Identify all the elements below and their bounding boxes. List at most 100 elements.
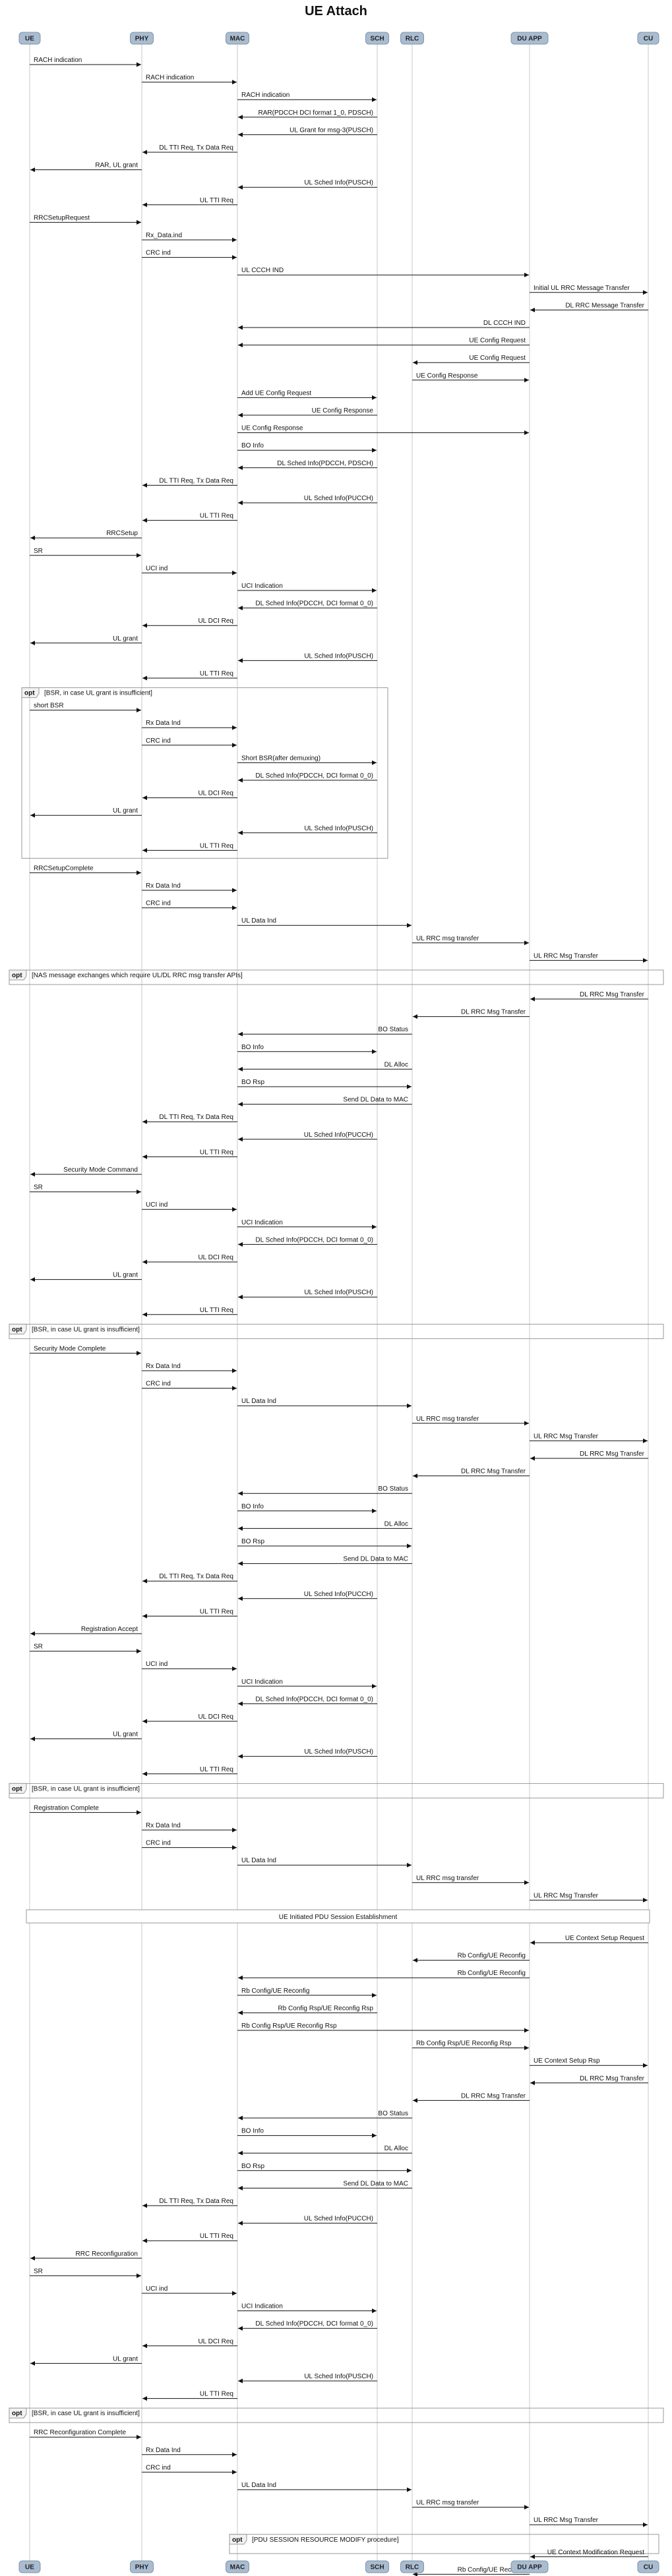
message-label: DL Alloc xyxy=(384,1520,408,1528)
participant-label: RLC xyxy=(406,2564,419,2571)
message-label: BO Rsp xyxy=(241,2163,264,2170)
participant-top-du xyxy=(510,32,549,45)
opt-keyword: opt xyxy=(12,2410,22,2417)
message-label: DL RRC Msg Transfer xyxy=(461,2092,526,2100)
message-label: UL Sched Info(PUCCH) xyxy=(304,495,373,502)
message-label: UL grant xyxy=(113,1272,138,1279)
opt-tab xyxy=(229,2534,247,2545)
participant-label: PHY xyxy=(135,36,149,43)
opt-keyword: opt xyxy=(12,972,22,979)
message-label: Add UE Config Request xyxy=(241,389,311,397)
message-label: UCI Indication xyxy=(241,2303,283,2310)
message-label: UL Data Ind xyxy=(241,1857,276,1864)
message-label: DL RRC Message Transfer xyxy=(565,302,644,309)
message-label: UCI Indication xyxy=(241,1219,283,1226)
participant-label: DU APP xyxy=(517,2564,542,2571)
message-label: BO Info xyxy=(241,1044,264,1051)
participant-bottom-mac xyxy=(226,2560,249,2573)
message-label: UE Context Setup Request xyxy=(565,1935,644,1942)
message-label: BO Status xyxy=(378,1026,408,1033)
message-label: CRC ind xyxy=(146,1381,171,1388)
message-label: Registration Complete xyxy=(34,1804,99,1812)
message-label: UCI ind xyxy=(146,2285,168,2293)
note-box xyxy=(26,1909,650,1924)
participant-top-ue xyxy=(18,32,41,45)
message-label: short BSR xyxy=(34,702,64,710)
message-label: UL Sched Info(PUCCH) xyxy=(304,1591,373,1598)
message-label: CRC ind xyxy=(146,1840,171,1847)
message-label: DL Sched Info(PDCCH, DCI format 0_0) xyxy=(255,772,373,780)
opt-keyword: opt xyxy=(12,1326,22,1333)
message-label: DL TTI Req, Tx Data Req xyxy=(159,477,233,484)
participant-label: MAC xyxy=(230,36,245,43)
message-label: Rx Data Ind xyxy=(146,882,181,890)
message-label: RRC Reconfiguration Complete xyxy=(34,2429,127,2436)
message-label: DL TTI Req, Tx Data Req xyxy=(159,1114,233,1121)
participant-bottom-ue xyxy=(18,2560,41,2573)
participant-label: UE xyxy=(25,36,34,43)
message-label: Rb Config Rsp/UE Reconfig Rsp xyxy=(416,2040,512,2047)
message-label: UCI ind xyxy=(146,1201,168,1209)
message-label: CRC ind xyxy=(146,2464,171,2471)
message-label: UL TTI Req xyxy=(200,1766,233,1773)
message-label: DL CCCH IND xyxy=(483,320,526,327)
message-label: Send DL Data to MAC xyxy=(343,1556,408,1563)
participant-bottom-sch xyxy=(365,2560,389,2573)
diagram-title: UE Attach xyxy=(305,4,367,18)
message-label: RRCSetup xyxy=(106,530,138,537)
message-label: CRC ind xyxy=(146,737,171,745)
message-label: Send DL Data to MAC xyxy=(343,2180,408,2187)
message-label: UL RRC Msg Transfer xyxy=(534,1892,599,1899)
message-label: Security Mode Complete xyxy=(34,1345,106,1352)
message-label: Rx Data Ind xyxy=(146,2447,181,2454)
opt-keyword: opt xyxy=(232,2536,243,2544)
message-label: DL Sched Info(PDCCH, DCI format 0_0) xyxy=(255,600,373,608)
message-label: UL grant xyxy=(113,1731,138,1738)
message-label: Rb Config/UE Reconfig xyxy=(458,2566,526,2573)
message-label: UL Sched Info(PUSCH) xyxy=(304,179,373,186)
message-label: DL Alloc xyxy=(384,1061,408,1068)
message-label: UL Sched Info(PUSCH) xyxy=(304,652,373,660)
message-label: UL DCI Req xyxy=(198,617,233,625)
message-label: RACH indication xyxy=(241,92,290,99)
opt-condition: [BSR, in case UL grant is insufficient] xyxy=(32,1785,140,1792)
message-label: UL Sched Info(PUSCH) xyxy=(304,1289,373,1296)
message-label: CRC ind xyxy=(146,900,171,907)
message-label: UCI Indication xyxy=(241,583,283,590)
opt-condition: [PDU SESSION RESOURCE MODIFY procedure] xyxy=(252,2536,399,2544)
message-label: UE Config Response xyxy=(241,425,303,432)
opt-condition: [BSR, in case UL grant is insufficient] xyxy=(32,1326,140,1333)
message-label: BO Rsp xyxy=(241,1538,264,1545)
opt-tab xyxy=(9,2407,27,2419)
message-label: DL Alloc xyxy=(384,2145,408,2152)
message-label: UL Sched Info(PUCCH) xyxy=(304,2216,373,2223)
message-label: Security Mode Command xyxy=(63,1166,138,1174)
message-label: UE Context Modification Request xyxy=(547,2549,645,2556)
opt-frame xyxy=(21,687,388,859)
message-label: UL grant xyxy=(113,2355,138,2362)
opt-condition: [BSR, in case UL grant is insufficient] xyxy=(44,690,152,697)
message-label: UCI ind xyxy=(146,565,168,572)
message-label: UL DCI Req xyxy=(198,1254,233,1261)
message-label: Rb Config/UE Reconfig xyxy=(241,1988,309,1995)
opt-tab xyxy=(9,1783,27,1794)
message-label: UL TTI Req xyxy=(200,670,233,677)
message-label: DL RRC Msg Transfer xyxy=(461,1009,526,1016)
participant-label: DU APP xyxy=(517,36,542,43)
message-label: Rb Config Rsp/UE Reconfig Rsp xyxy=(241,2022,337,2030)
message-label: DL TTI Req, Tx Data Req xyxy=(159,2198,233,2205)
message-label: BO Info xyxy=(241,2128,264,2135)
message-label: UL TTI Req xyxy=(200,842,233,849)
message-label: Rb Config Rsp/UE Reconfig Rsp xyxy=(278,2005,373,2012)
message-label: DL RRC Msg Transfer xyxy=(580,1450,645,1458)
message-label: UE Config Request xyxy=(469,337,526,345)
message-label: RAR, UL grant xyxy=(95,162,138,169)
message-label: UL grant xyxy=(113,807,138,815)
message-label: UL TTI Req xyxy=(200,1307,233,1314)
participant-label: RLC xyxy=(406,36,419,43)
message-label: UL TTI Req xyxy=(200,1608,233,1615)
message-label: UL RRC msg transfer xyxy=(416,935,479,942)
message-label: UL Data Ind xyxy=(241,917,276,925)
message-label: UL CCCH IND xyxy=(241,267,284,274)
message-label: SR xyxy=(34,2268,43,2275)
